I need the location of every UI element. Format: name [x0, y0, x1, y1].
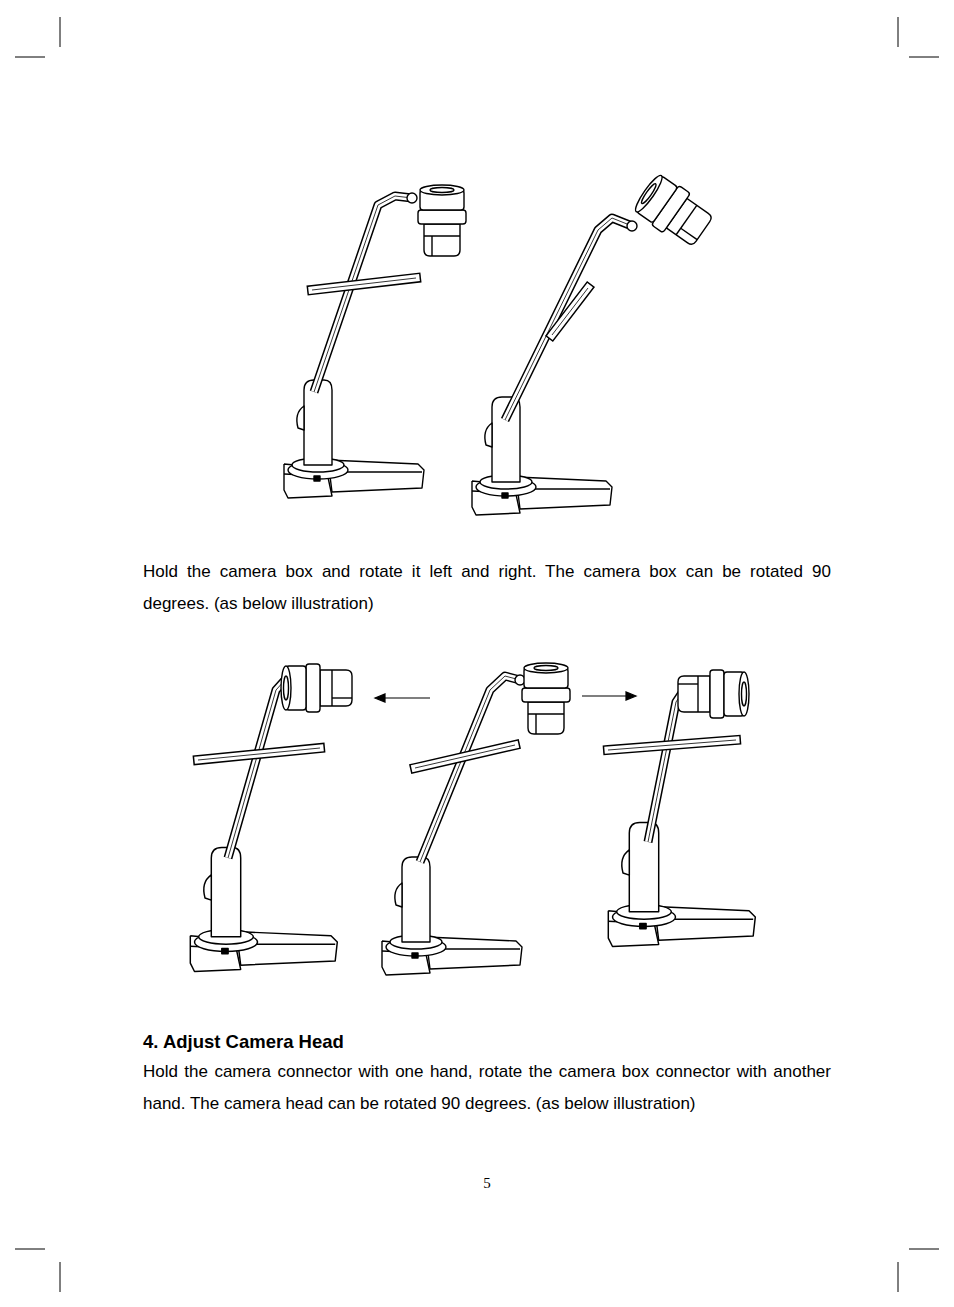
camera-stand: [284, 185, 466, 498]
body-paragraph: Hold the camera box and rotate it left a…: [143, 556, 831, 620]
knob: [204, 875, 212, 900]
camera-stand: [382, 663, 570, 975]
knob: [395, 883, 402, 907]
light-bar: [552, 288, 588, 335]
direction-arrows: [375, 692, 636, 702]
light-bar: [415, 745, 515, 768]
light-bar: [312, 278, 416, 290]
body-paragraph: Hold the camera connector with one hand,…: [143, 1056, 831, 1120]
camera-head: [418, 185, 466, 256]
knob: [622, 850, 630, 875]
camera-head: [631, 171, 717, 251]
camera-head: [522, 663, 570, 734]
camera-head: [281, 664, 352, 712]
camera-stand: [608, 670, 755, 947]
camera-stand: [190, 664, 352, 972]
joint: [627, 221, 637, 231]
page-number: 5: [457, 1174, 517, 1192]
section-heading: 4. Adjust Camera Head: [143, 1030, 831, 1054]
column: [402, 857, 430, 942]
arm: [505, 218, 632, 420]
camera-stand: [472, 171, 717, 515]
knob: [485, 423, 492, 447]
light-bar: [198, 748, 320, 760]
arm: [314, 196, 412, 392]
column: [211, 848, 240, 937]
camera-head: [678, 670, 749, 718]
arm: [420, 676, 520, 862]
joint: [407, 193, 417, 203]
column: [629, 823, 658, 912]
knob: [297, 406, 304, 430]
crop-marks: [15, 17, 939, 1292]
light-bar: [608, 740, 736, 750]
